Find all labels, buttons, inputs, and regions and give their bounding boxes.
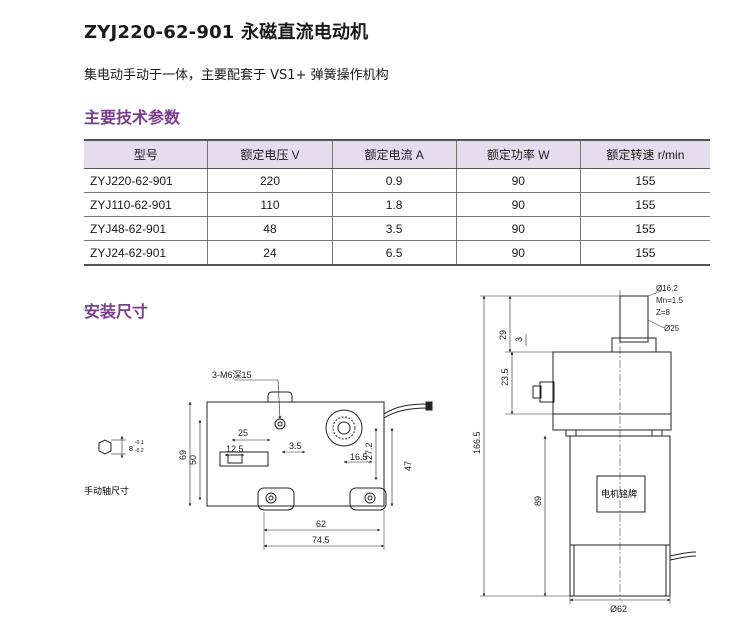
- column-header-speed: 额定转速 r/min: [579, 139, 710, 169]
- dim-25: 25: [238, 428, 248, 438]
- manual-shaft-detail: [98, 435, 126, 459]
- dim-74-5: 74.5: [312, 535, 330, 545]
- cell-model: ZYJ24-62-901: [84, 240, 208, 266]
- table-row: ZYJ110-62-901 110 1.8 90 155: [84, 192, 710, 217]
- front-view: [188, 379, 433, 550]
- bottom-lug-left: [257, 487, 295, 511]
- cell-voltage: 110: [207, 192, 333, 217]
- side-cable: [669, 551, 697, 557]
- section-heading-install: 安装尺寸: [84, 302, 149, 321]
- cell-power: 90: [455, 192, 581, 217]
- mounting-plate-outline: [206, 401, 385, 507]
- dim-89: 89: [533, 496, 543, 506]
- shaft-caption: 手动轴尺寸: [84, 485, 129, 496]
- table-header-row: 型号 额定电压 V 额定电流 A 额定功率 W 额定转速 r/min: [84, 139, 710, 169]
- cell-power: 90: [455, 168, 581, 193]
- cell-speed: 155: [579, 216, 710, 241]
- dim-29: 29: [498, 330, 508, 340]
- cell-voltage: 220: [207, 168, 333, 193]
- product-description: 集电动手动于一体，主要配套于 VS1+ 弹簧操作机构: [84, 68, 389, 83]
- column-header-voltage: 额定电压 V: [207, 139, 333, 169]
- dim-27-2: 27.2: [364, 442, 374, 460]
- cell-model: ZYJ48-62-901: [84, 216, 208, 241]
- flange: [611, 337, 657, 353]
- column-header-power: 额定功率 W: [455, 139, 581, 169]
- dim-16-5: 16.5: [350, 452, 368, 462]
- dim-166-5: 166.5: [472, 431, 482, 454]
- dim-62: 62: [316, 519, 326, 529]
- specs-table: 型号 额定电压 V 额定电流 A 额定功率 W 额定转速 r/min ZYJ22…: [84, 139, 710, 266]
- cell-current: 6.5: [331, 240, 457, 266]
- note-teeth: Z=8: [656, 308, 671, 317]
- cell-voltage: 48: [207, 216, 333, 241]
- nameplate-box: [596, 475, 646, 513]
- note-module: Mn=1.5: [656, 296, 683, 305]
- dim-69: 69: [178, 450, 188, 460]
- table-row: ZYJ220-62-901 220 0.9 90 155: [84, 168, 710, 193]
- shaft-tol-lower: -0.2: [135, 448, 144, 454]
- cell-current: 1.8: [331, 192, 457, 217]
- dim-23-5: 23.5: [500, 368, 510, 386]
- manual-shaft-stub: [219, 451, 269, 467]
- note-dia-16-2: Ø16.2: [656, 284, 678, 293]
- side-view-notes: Ø16.2 Mn=1.5 Z=8 Ø25: [656, 284, 683, 333]
- cell-power: 90: [455, 216, 581, 241]
- shaft-tol-upper: -0.1: [135, 440, 144, 446]
- shaft-dim: 8: [129, 446, 133, 453]
- dim-12-5: 12.5: [226, 444, 244, 454]
- cell-speed: 155: [579, 192, 710, 217]
- mount-hole-bottom-left: [265, 492, 277, 504]
- bottom-lug-right: [349, 487, 387, 511]
- motor-cable: [383, 403, 429, 415]
- side-view-dim-labels: 29 3 23.5 166.5 89 Ø62: [472, 330, 627, 614]
- dim-3: 3: [514, 337, 524, 342]
- section-heading-specs: 主要技术参数: [84, 108, 181, 127]
- table-row: ZYJ24-62-901 24 6.5 90 155: [84, 240, 710, 266]
- gearbox-housing: [552, 351, 672, 431]
- dim-50: 50: [188, 455, 198, 465]
- mount-hole-bottom-right: [364, 492, 376, 504]
- hole-label: 3-M6深15: [212, 370, 252, 380]
- dim-3-5: 3.5: [289, 441, 302, 451]
- hex-shaft-shape: [98, 439, 112, 455]
- side-view: [480, 289, 697, 604]
- dim-dia-62: Ø62: [610, 604, 627, 614]
- cell-speed: 155: [579, 240, 710, 266]
- output-gear-shaft: [619, 295, 649, 343]
- cell-model: ZYJ110-62-901: [84, 192, 208, 217]
- cell-current: 3.5: [331, 216, 457, 241]
- column-header-model: 型号: [84, 139, 208, 169]
- output-gear: [325, 409, 363, 447]
- cell-power: 90: [455, 240, 581, 266]
- top-mounting-lug: [267, 391, 293, 402]
- cell-model: ZYJ220-62-901: [84, 168, 208, 193]
- nameplate-label: 电机铭牌: [601, 488, 637, 499]
- gearbox-boss: [539, 381, 555, 403]
- dim-47: 47: [403, 461, 413, 471]
- front-view-dim-labels: 3-M6深15 69 50 25 12.5 3.5 16.5 27.2 47 6…: [178, 370, 413, 545]
- column-header-current: 额定电流 A: [331, 139, 457, 169]
- mount-hole-top: [274, 418, 286, 430]
- cell-current: 0.9: [331, 168, 457, 193]
- note-dia-25: Ø25: [664, 324, 680, 333]
- page-title: ZYJ220-62-901 永磁直流电动机: [84, 22, 369, 43]
- cell-voltage: 24: [207, 240, 333, 266]
- table-row: ZYJ48-62-901 48 3.5 90 155: [84, 216, 710, 241]
- cell-speed: 155: [579, 168, 710, 193]
